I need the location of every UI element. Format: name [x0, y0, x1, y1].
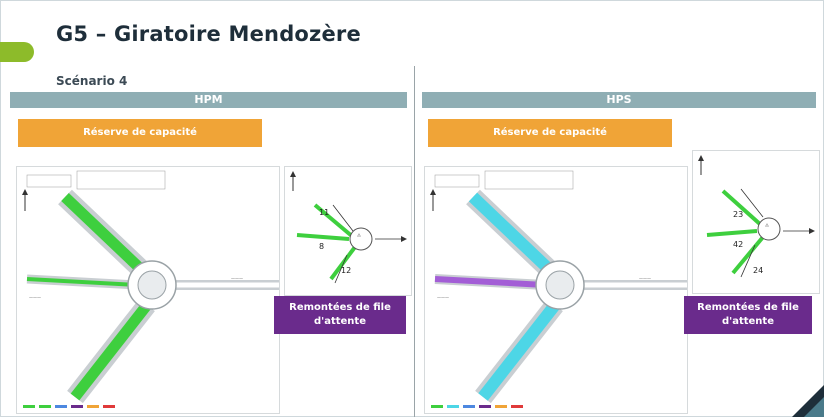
hpm-queue-value-1: 11 [319, 208, 329, 217]
corner-decoration [792, 385, 824, 417]
hps-roundabout-diagram: ——— ——— [430, 170, 687, 408]
hps-queue-label-text: Remontées de file d'attente [697, 302, 799, 327]
hpm-queue-diagram: ⁂ 11 8 12 [290, 171, 407, 284]
svg-text:———: ——— [437, 295, 449, 300]
scenario-label: Scénario 4 [56, 74, 128, 88]
hpm-header-bar: HPM [10, 92, 407, 108]
column-divider [414, 66, 415, 417]
hpm-reserve-map: ——— ——— [16, 166, 280, 414]
hps-reserve-map: ——— ——— [424, 166, 688, 414]
svg-text:———: ——— [639, 276, 651, 281]
title-accent-pill [0, 42, 34, 62]
hpm-queue-label-text: Remontées de file d'attente [289, 302, 391, 327]
hpm-roundabout-diagram: ——— ——— [22, 170, 279, 408]
hpm-queue-value-2: 8 [319, 242, 324, 251]
hpm-reserve-label: Réserve de capacité [18, 119, 262, 147]
hps-reserve-label: Réserve de capacité [428, 119, 672, 147]
hps-queue-value-3: 24 [753, 266, 763, 275]
svg-text:⁂: ⁂ [357, 233, 361, 238]
hps-header-bar: HPS [422, 92, 816, 108]
hps-queue-diagram: ⁂ 23 42 24 [698, 155, 815, 278]
slide-title: G5 – Giratoire Mendozère [56, 22, 361, 46]
hps-queue-value-2: 42 [733, 240, 743, 249]
hpm-queue-map: ⁂ 11 8 12 [284, 166, 412, 296]
hps-queue-map: ⁂ 23 42 24 [692, 150, 820, 294]
hpm-queue-value-3: 12 [341, 266, 351, 275]
svg-text:———: ——— [231, 276, 243, 281]
hps-queue-value-1: 23 [733, 210, 743, 219]
hpm-queue-label: Remontées de file d'attente [274, 296, 406, 334]
hps-queue-label: Remontées de file d'attente [684, 296, 812, 334]
svg-text:⁂: ⁂ [765, 223, 769, 228]
svg-text:———: ——— [29, 295, 41, 300]
